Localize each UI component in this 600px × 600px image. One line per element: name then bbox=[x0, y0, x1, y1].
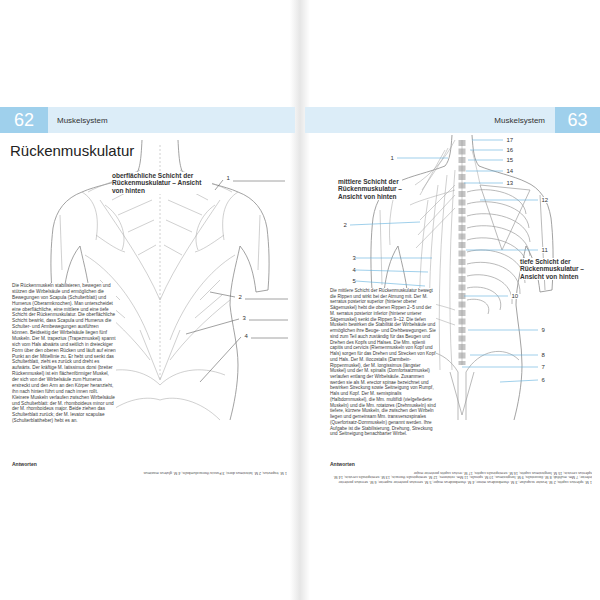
callout-number: 10 bbox=[511, 293, 519, 299]
header-text: Muskelsystem bbox=[494, 116, 545, 125]
callout-number: 7 bbox=[541, 364, 545, 370]
callout-number: 3 bbox=[242, 315, 246, 321]
header-band: Muskelsystem bbox=[48, 107, 295, 133]
page-number-box: 63 bbox=[555, 107, 600, 133]
callout-number: 12 bbox=[541, 197, 549, 203]
header-text: Muskelsystem bbox=[57, 116, 108, 125]
header-text: 62 bbox=[14, 110, 34, 131]
figure-caption: mittlere Schicht der Rückenmuskulatur – … bbox=[338, 178, 402, 200]
leader-lines-left bbox=[186, 180, 288, 382]
header-band: Muskelsystem bbox=[305, 107, 555, 133]
callout-number: 2 bbox=[238, 294, 242, 300]
body-text: Die mittlere Schicht der Rückenmuskulatu… bbox=[330, 288, 436, 437]
answers-text: 1 M. splenius capitis; 2 M. levator scap… bbox=[330, 470, 592, 484]
callout-number: 17 bbox=[506, 137, 514, 143]
body-text: Die Rückenmuskeln stabilisieren, bewegen… bbox=[12, 283, 116, 424]
callout-number: 15 bbox=[506, 157, 514, 163]
answers-heading: Antworten bbox=[330, 462, 355, 467]
answers-heading: Antworten bbox=[12, 462, 37, 467]
page-gutter bbox=[290, 0, 310, 600]
callout-number: 14 bbox=[506, 168, 514, 174]
callout-number: 8 bbox=[541, 352, 545, 358]
answers-text: 1 M. trapezius; 2 M. latissimus dorsi; 3… bbox=[12, 470, 287, 475]
callout-number: 3 bbox=[352, 255, 356, 261]
figure-caption: tiefe Schicht der Rückenmuskulatur – Ans… bbox=[520, 258, 592, 280]
callout-number: 4 bbox=[352, 267, 356, 273]
figure-caption: oberflächliche Schicht der Rückenmuskula… bbox=[112, 172, 212, 194]
callout-number: 9 bbox=[541, 327, 545, 333]
callout-number: 11 bbox=[541, 247, 548, 253]
page-number-box: 62 bbox=[0, 107, 48, 133]
callout-number: 1 bbox=[390, 155, 394, 161]
page-title: Rückenmuskulatur bbox=[10, 142, 134, 159]
callout-number: 5 bbox=[352, 278, 356, 284]
callout-number: 4 bbox=[244, 333, 248, 339]
callout-number: 13 bbox=[506, 180, 514, 186]
callout-number: 1 bbox=[226, 175, 230, 181]
callout-number: 2 bbox=[343, 222, 347, 228]
callout-number: 6 bbox=[541, 377, 545, 383]
header-text: 63 bbox=[567, 110, 587, 131]
callout-number: 16 bbox=[506, 147, 514, 153]
